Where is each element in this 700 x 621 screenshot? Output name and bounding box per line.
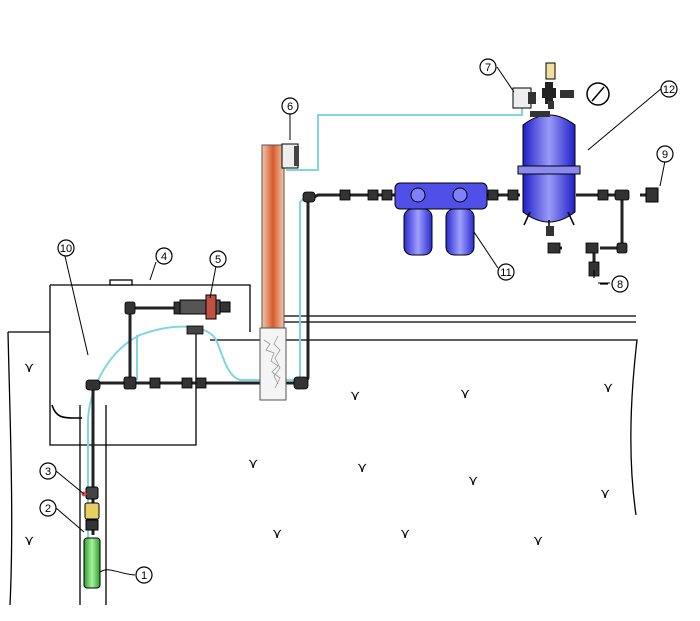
ground-mark: ⋎ <box>533 533 543 549</box>
ground-marks: ⋎ ⋎ ⋎ ⋎ ⋎ ⋎ ⋎ ⋎ ⋎ ⋎ ⋎ ⋎ <box>24 360 613 549</box>
filter-housings <box>394 182 488 256</box>
pipe-fittings <box>85 189 630 391</box>
water-line <box>87 100 523 540</box>
callout-label: 10 <box>60 243 72 255</box>
callout-12: 12 <box>660 80 678 98</box>
well-casing <box>79 405 107 605</box>
callout-label: 7 <box>485 62 491 74</box>
callout-11: 11 <box>497 263 515 281</box>
ground-mark: ⋎ <box>460 386 470 402</box>
ground-mark: ⋎ <box>400 526 410 542</box>
callout-label: 11 <box>500 267 511 279</box>
check-valve <box>84 502 100 531</box>
callout-circle <box>497 263 515 281</box>
callout-1: 1 <box>135 566 153 584</box>
ground-mark: ⋎ <box>600 486 610 502</box>
submersible-pump <box>83 537 101 589</box>
supply-pipes <box>91 193 655 535</box>
callout-circle <box>611 275 629 293</box>
callout-circle <box>57 239 75 257</box>
callout-8: 8 <box>611 275 629 293</box>
callout-10: 10 <box>57 239 75 257</box>
ground-mark: ⋎ <box>357 460 367 476</box>
pressure-tank <box>517 114 581 236</box>
callout-label: 2 <box>45 503 51 515</box>
elbow-fitting <box>85 379 101 391</box>
ground-outline <box>7 315 638 606</box>
callout-label: 9 <box>662 149 668 161</box>
ground-mark: ⋎ <box>603 380 613 396</box>
callout-circle <box>281 97 299 115</box>
pressure-switch-assembly <box>512 62 610 117</box>
callout-label: 8 <box>617 279 623 291</box>
callout-9: 9 <box>656 145 674 163</box>
ground-mark: ⋎ <box>350 388 360 404</box>
callout-4: 4 <box>155 247 173 265</box>
drain-valve <box>593 270 608 285</box>
callout-2: 2 <box>39 499 57 517</box>
well-housing <box>49 279 251 446</box>
ground-mark: ⋎ <box>468 473 478 489</box>
chimney <box>259 143 299 401</box>
callout-circle <box>39 462 57 480</box>
callout-circle <box>660 80 678 98</box>
hose-bib-valve <box>179 294 231 320</box>
leader-lines <box>55 66 666 576</box>
callout-label: 6 <box>287 101 293 113</box>
callout-label: 4 <box>161 251 167 263</box>
ground-mark: ⋎ <box>24 533 34 549</box>
ground-mark: ⋎ <box>272 526 282 542</box>
pitless-adapter <box>81 486 99 500</box>
callout-circle <box>39 499 57 517</box>
callout-circle <box>656 145 674 163</box>
ground-mark: ⋎ <box>24 360 34 376</box>
tee-fitting <box>123 376 137 390</box>
callout-6: 6 <box>281 97 299 115</box>
pump-cable <box>51 404 82 419</box>
callout-label: 5 <box>215 254 221 266</box>
callout-label: 1 <box>141 570 147 582</box>
callout-5: 5 <box>209 250 227 268</box>
callout-label: 12 <box>663 84 675 96</box>
callout-3: 3 <box>39 462 57 480</box>
ground-mark: ⋎ <box>248 456 258 472</box>
callout-circle <box>479 58 497 76</box>
callout-label: 3 <box>45 466 51 478</box>
callout-circle <box>135 566 153 584</box>
callout-circle <box>155 247 173 265</box>
outlet-fitting <box>645 187 659 203</box>
callout-circle <box>209 250 227 268</box>
callout-7: 7 <box>479 58 497 76</box>
